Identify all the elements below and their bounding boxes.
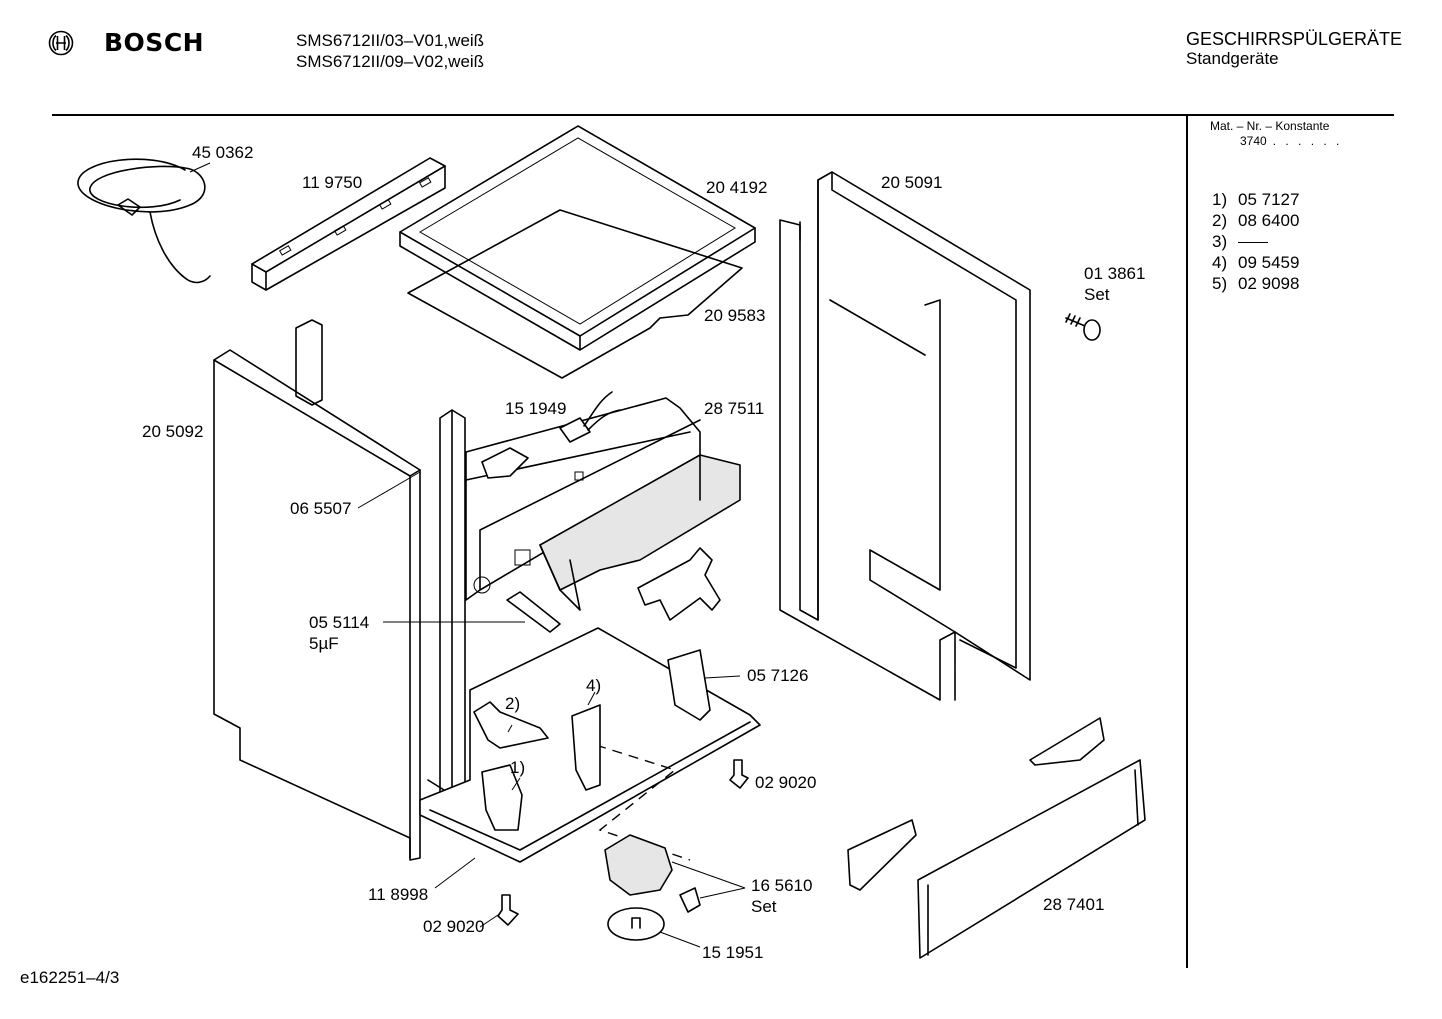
category-subtitle: Standgeräte bbox=[1186, 49, 1279, 68]
legend-item: 4)09 5459 bbox=[1212, 253, 1300, 272]
material-dots: . . . . . . bbox=[1272, 134, 1343, 148]
part-label-287511: 28 7511 bbox=[704, 399, 765, 418]
part-label-ref2: 2) bbox=[505, 694, 521, 713]
part-label-057126: 05 7126 bbox=[747, 666, 809, 685]
model-line-1: SMS6712II/03–V01,weiß bbox=[296, 31, 485, 50]
left-panel-205092-drawing bbox=[213, 319, 421, 861]
top-lid-204192-drawing bbox=[399, 125, 756, 351]
part-label-013861: 01 3861 bbox=[1084, 264, 1146, 283]
part-label-055114: 05 5114 bbox=[309, 613, 370, 632]
part-1-drawing bbox=[481, 764, 523, 831]
part-label-287401: 28 7401 bbox=[1043, 895, 1105, 914]
capacitor-151949-drawing bbox=[559, 391, 621, 443]
right-frame-205091-drawing bbox=[779, 171, 1031, 701]
part-label-205091: 20 5091 bbox=[881, 173, 943, 192]
bracket-left-drawing bbox=[847, 819, 917, 891]
side-divider bbox=[1186, 116, 1188, 968]
rail-119750-drawing bbox=[251, 157, 446, 291]
model-line-2: SMS6712II/09–V02,weiß bbox=[296, 52, 485, 71]
part-label-205092: 20 5092 bbox=[142, 422, 204, 441]
screw-013861-drawing bbox=[1065, 313, 1101, 341]
legend-item: 2)08 6400 bbox=[1212, 211, 1300, 230]
foot-029020b-drawing bbox=[497, 894, 519, 926]
legend-item: 5)02 9098 bbox=[1212, 274, 1300, 293]
bracket-right-drawing bbox=[1029, 717, 1105, 766]
legend-item: 3) bbox=[1212, 231, 1299, 252]
bracket-057126-drawing bbox=[667, 649, 711, 721]
part-label-151951: 15 1951 bbox=[702, 943, 764, 962]
legend-dash bbox=[1238, 242, 1268, 244]
part-label-204192: 20 4192 bbox=[706, 178, 768, 197]
switch-065507-drawing bbox=[481, 447, 529, 479]
header-divider bbox=[52, 114, 1394, 116]
pump-set-165610-drawing bbox=[604, 834, 673, 896]
part-label-029020b: 02 9020 bbox=[423, 917, 485, 936]
seal-sheet-209583-drawing bbox=[407, 209, 743, 379]
part-label-029020a: 02 9020 bbox=[755, 773, 817, 792]
part-label-450362: 45 0362 bbox=[192, 143, 254, 162]
kickplate-287401-drawing bbox=[917, 759, 1146, 959]
material-number-block: Mat. – Nr. – Konstante 3740 . . . . . . bbox=[1210, 119, 1342, 149]
power-cord-drawing bbox=[77, 158, 211, 284]
part-label-ref1: 1) bbox=[510, 758, 526, 777]
control-panel-287511-drawing bbox=[465, 397, 741, 611]
part-label-013861-set: Set bbox=[1084, 285, 1110, 304]
foot-029020a-drawing bbox=[729, 759, 749, 789]
material-constant: 3740 bbox=[1240, 134, 1267, 148]
part-label-165610: 16 5610 bbox=[751, 876, 813, 895]
leader-lines bbox=[189, 162, 746, 948]
category-block: GESCHIRRSPÜLGERÄTE Standgeräte bbox=[1186, 29, 1403, 69]
part-label-151949: 15 1949 bbox=[505, 399, 567, 418]
bosch-logo-icon bbox=[48, 30, 74, 55]
part-label-209583: 20 9583 bbox=[704, 306, 766, 325]
model-list: SMS6712II/03–V01,weiß SMS6712II/09–V02,w… bbox=[296, 30, 484, 72]
brand: BOSCH bbox=[48, 28, 204, 57]
legend-item: 1)05 7127 bbox=[1212, 190, 1300, 209]
material-label: Mat. – Nr. – Konstante bbox=[1210, 119, 1330, 133]
part-label-ref4: 4) bbox=[586, 676, 602, 695]
part-2-drawing bbox=[473, 701, 549, 749]
part-4-drawing bbox=[571, 704, 601, 791]
part-label-165610-set: Set bbox=[751, 897, 777, 916]
drawing-code: e162251–4/3 bbox=[20, 968, 120, 987]
reference-legend: 1)05 7127 2)08 6400 3) 4)09 5459 5)02 90… bbox=[1212, 189, 1299, 294]
part-label-055114-cap: 5µF bbox=[309, 634, 339, 653]
category-title: GESCHIRRSPÜLGERÄTE bbox=[1186, 29, 1403, 49]
bracket-drawing bbox=[637, 547, 721, 621]
part-label-119750: 11 9750 bbox=[302, 173, 363, 192]
part-label-065507: 06 5507 bbox=[290, 499, 352, 518]
brand-name: BOSCH bbox=[104, 28, 205, 57]
part-label-118998: 11 8998 bbox=[368, 885, 429, 904]
capacitor-055114-drawing bbox=[506, 591, 561, 633]
disc-151951-drawing bbox=[607, 907, 665, 941]
